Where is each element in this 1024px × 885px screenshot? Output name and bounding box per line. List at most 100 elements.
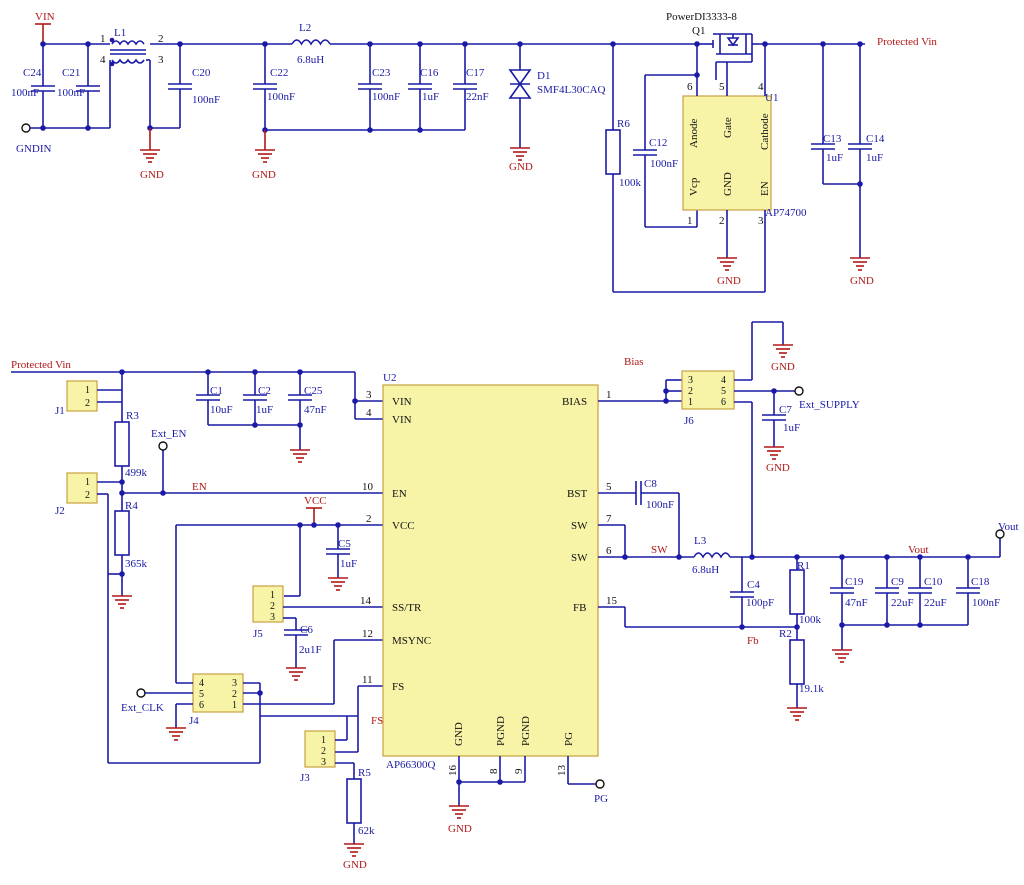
r6-value: 100k — [619, 177, 642, 189]
c24-value: 100nF — [11, 87, 39, 99]
c16-value: 1uF — [422, 91, 439, 103]
bias-net-label: Bias — [624, 356, 644, 368]
capacitor-c10: C10 22uF — [908, 557, 947, 628]
tvs-diode-d1: D1 SMF4L30CAQ GND — [508, 44, 606, 173]
capacitor-c18: C18 100nF — [842, 557, 1000, 626]
u2-pin5-num: 5 — [606, 481, 612, 493]
vin-power-port: VIN — [35, 11, 55, 44]
l2-value: 6.8uH — [297, 54, 324, 66]
mosfet-q1: PowerDI3333-8 Q1 — [666, 11, 758, 80]
j3-pin2: 2 — [321, 746, 326, 757]
c13-ref: C13 — [823, 133, 842, 145]
capacitor-c17: C17 22nF — [453, 44, 489, 130]
ic-u2-ap66300q: U2 AP66300Q VIN VIN EN VCC SS/TR MSYNC F… — [382, 372, 608, 835]
c13-value: 1uF — [826, 152, 843, 164]
bottom-buck-converter-section: Protected Vin 3 4 C1 10uF — [11, 321, 1019, 871]
r4-value: 365k — [125, 558, 148, 570]
u1-gnd-label: GND — [722, 172, 734, 196]
j4-ref: J4 — [189, 715, 199, 727]
gndin-port: GNDIN — [16, 123, 91, 155]
u2-sw2-label: SW — [571, 552, 588, 564]
u2-pin11-num: 11 — [362, 674, 373, 686]
jumper-j1: 1 2 J1 — [55, 372, 123, 422]
c8-value: 100nF — [646, 499, 674, 511]
c23-ref: C23 — [372, 67, 391, 79]
j4-right-pin2: 2 — [232, 689, 237, 700]
fb-net-label: Fb — [747, 635, 759, 647]
c5-value: 1uF — [340, 558, 357, 570]
c2-ref: C2 — [258, 385, 271, 397]
j4-right-pin3: 3 — [232, 678, 237, 689]
d1-value: SMF4L30CAQ — [537, 84, 606, 96]
r6-ref: R6 — [617, 118, 630, 130]
u2-pgnd2-label: PGND — [520, 716, 532, 746]
sw-net-label: SW — [651, 544, 668, 556]
gnd-label-c14: GND — [850, 275, 874, 287]
fb-net: 15 Fb — [598, 595, 800, 647]
top-input-filter-section: VIN Protected Vin — [11, 11, 937, 293]
l3-value: 6.8uH — [692, 564, 719, 576]
c17-ref: C17 — [466, 67, 485, 79]
ext-clk-label: Ext_CLK — [121, 702, 164, 714]
capacitor-c5: C5 1uF — [326, 525, 357, 591]
c25-ref: C25 — [304, 385, 323, 397]
capacitor-c19: C19 47nF — [830, 557, 868, 663]
j1-ref: J1 — [55, 405, 65, 417]
j5-ref: J5 — [253, 628, 263, 640]
u2-pin8-num: 8 — [488, 768, 500, 774]
j5-pin2: 2 — [270, 601, 275, 612]
j4-left-pin6: 6 — [199, 700, 204, 711]
r5-value: 62k — [358, 825, 375, 837]
u1-pin4: 4 — [758, 81, 764, 93]
u2-msync-label: MSYNC — [392, 635, 431, 647]
jumper-j3: 1 2 3 J3 — [300, 716, 359, 784]
u1-ref: U1 — [765, 92, 778, 104]
resistor-r3: R3 499k — [114, 410, 148, 493]
c23-value: 100nF — [372, 91, 400, 103]
u2-vin2-label: VIN — [392, 414, 412, 426]
resistor-r5: R5 62k GND — [343, 767, 375, 871]
c22-value: 100nF — [267, 91, 295, 103]
vcc-label: VCC — [304, 495, 327, 507]
c21-ref: C21 — [62, 67, 80, 79]
c14-value: 1uF — [866, 152, 883, 164]
vout-rail: Vout Vout — [730, 521, 1019, 560]
bottom-protected-vin-rail: Protected Vin 3 4 — [11, 359, 383, 420]
c18-value: 100nF — [972, 597, 1000, 609]
jumper-j6: 3 2 1 4 5 6 J6 GND Ext_SUPPLY — [681, 321, 860, 557]
u1-gate-label: Gate — [722, 117, 734, 138]
c18-ref: C18 — [971, 576, 990, 588]
u1-pin6: 6 — [687, 81, 693, 93]
u1-pin1: 1 — [687, 215, 693, 227]
c6-ref: C6 — [300, 624, 313, 636]
u2-pin9-num: 9 — [513, 768, 525, 774]
c16-ref: C16 — [420, 67, 439, 79]
gndin-label: GNDIN — [16, 143, 51, 155]
gnd-label-u1: GND — [717, 275, 741, 287]
j5-pin3: 3 — [270, 612, 275, 623]
u2-part: AP66300Q — [386, 759, 436, 771]
j6-left-pin2: 2 — [688, 386, 693, 397]
vcc-net: VCC 2 — [175, 495, 383, 683]
u2-pin3-num: 3 — [366, 389, 372, 401]
c12-ref: C12 — [649, 137, 667, 149]
c4-value: 100pF — [746, 597, 774, 609]
capacitor-c4: C4 100pF — [730, 557, 774, 627]
bias-net: Bias 1 — [598, 356, 682, 404]
u1-part: AP74700 — [765, 207, 807, 219]
q1-value: PowerDI3333-8 — [666, 11, 737, 23]
j6-left-pin1: 1 — [688, 397, 693, 408]
resistor-r2: R2 19.1k — [779, 628, 824, 721]
resistor-r1: R1 100k — [789, 557, 822, 640]
gnd-label-r5: GND — [343, 859, 367, 871]
u2-pin13-num: 13 — [556, 765, 568, 777]
u2-pin16-num: 16 — [447, 765, 459, 777]
c7-ref: C7 — [779, 404, 792, 416]
j3-pin1: 1 — [321, 735, 326, 746]
j1-pin2: 2 — [85, 398, 90, 409]
j2-pin1: 1 — [85, 477, 90, 488]
u2-pin12-num: 12 — [362, 628, 373, 640]
l2-ref: L2 — [299, 22, 311, 34]
gnd-label-u2: GND — [448, 823, 472, 835]
